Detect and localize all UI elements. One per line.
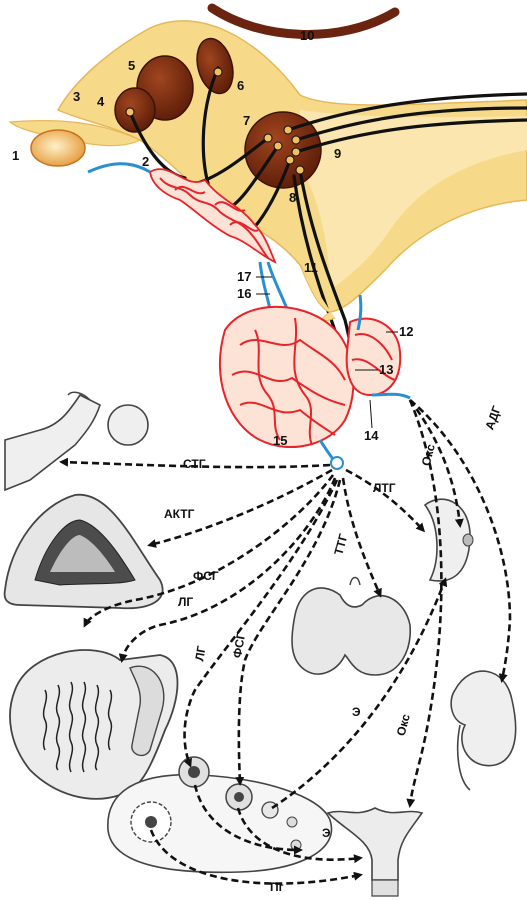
hormone-adg: АДГ bbox=[482, 404, 504, 432]
hormone-e-upper: Э bbox=[352, 705, 361, 719]
arrow-fsg-testis bbox=[83, 474, 335, 628]
vessel-12-top bbox=[356, 294, 363, 331]
label-3: 3 bbox=[73, 89, 80, 104]
hormone-lg-lower: ЛГ bbox=[192, 645, 208, 663]
leader-lines bbox=[256, 276, 398, 429]
structure-10-band bbox=[207, 3, 400, 39]
label-14: 14 bbox=[364, 428, 379, 443]
breast-icon bbox=[423, 498, 474, 582]
hormone-ttg: ТТГ bbox=[331, 532, 350, 557]
nucleus-1 bbox=[30, 129, 86, 167]
hormone-oks-lower: Окс bbox=[394, 712, 413, 737]
label-16: 16 bbox=[237, 286, 251, 301]
hormone-fsg-upper: ФСГ bbox=[193, 569, 219, 583]
arrow-ttg bbox=[341, 477, 382, 598]
hormone-lg-upper: ЛГ bbox=[178, 595, 193, 609]
label-9: 9 bbox=[334, 146, 341, 161]
posterior-pituitary-12 bbox=[345, 317, 402, 397]
arrow-adg bbox=[409, 399, 512, 683]
hormone-oks-upper: Окс bbox=[419, 442, 438, 467]
hormone-fsg-lower: ФСГ bbox=[230, 631, 248, 659]
arrow-e-lower bbox=[236, 807, 363, 864]
label-10: 10 bbox=[300, 28, 314, 43]
adrenal-gland-icon bbox=[3, 494, 164, 610]
neurosecretory-tracts bbox=[128, 66, 527, 374]
label-12: 12 bbox=[399, 324, 413, 339]
arrow-ovary-link bbox=[193, 784, 303, 855]
label-5: 5 bbox=[128, 58, 135, 73]
hormone-labels: СТГ АКТГ ФСГ ЛГ ЛТГ ТТГ Окс АДГ ЛГ ФСГ Э… bbox=[164, 404, 504, 894]
arrow-e-upper bbox=[271, 577, 448, 810]
label-4: 4 bbox=[97, 94, 105, 109]
label-15: 15 bbox=[273, 433, 287, 448]
arrow-aktg bbox=[147, 468, 333, 548]
arrow-oks-breast bbox=[408, 399, 464, 528]
arrow-oks-uterus bbox=[406, 399, 443, 808]
label-1: 1 bbox=[12, 148, 19, 163]
hormone-ltg: ЛТГ bbox=[373, 481, 396, 495]
number-labels: 1 2 3 4 5 6 7 8 9 10 11 12 13 14 15 16 1… bbox=[12, 28, 413, 448]
anterior-pituitary-15 bbox=[218, 305, 355, 448]
arrow-stg bbox=[59, 457, 331, 469]
hormone-aktg: АКТГ bbox=[164, 507, 195, 521]
primary-capillary-plexus bbox=[149, 168, 277, 264]
vessel-2 bbox=[87, 162, 151, 174]
nucleus-6 bbox=[196, 37, 234, 95]
arrow-lg-ovary bbox=[183, 479, 339, 768]
uterus-icon bbox=[326, 807, 424, 897]
label-13: 13 bbox=[379, 362, 393, 377]
label-11: 11 bbox=[304, 260, 318, 275]
hormone-pg: Пг bbox=[270, 880, 284, 894]
testis-icon bbox=[9, 649, 179, 800]
hormone-arrows bbox=[59, 399, 512, 885]
label-17: 17 bbox=[237, 269, 251, 284]
kidney-icon bbox=[450, 670, 517, 791]
nucleus-4 bbox=[114, 87, 156, 133]
bone-icon bbox=[4, 391, 149, 492]
label-7: 7 bbox=[243, 113, 250, 128]
label-8: 8 bbox=[289, 190, 296, 205]
thyroid-icon bbox=[291, 576, 411, 676]
label-6: 6 bbox=[237, 78, 244, 93]
arrow-ltg bbox=[345, 468, 426, 533]
arrow-pg bbox=[149, 829, 363, 885]
hormone-origin-node bbox=[330, 456, 344, 470]
hormone-e-lower: Э bbox=[322, 826, 331, 840]
hormone-stg: СТГ bbox=[183, 457, 206, 471]
label-2: 2 bbox=[142, 154, 149, 169]
arrow-lg-testis bbox=[118, 477, 337, 663]
vessel-14 bbox=[371, 392, 411, 400]
arrow-fsg-ovary bbox=[235, 479, 342, 786]
